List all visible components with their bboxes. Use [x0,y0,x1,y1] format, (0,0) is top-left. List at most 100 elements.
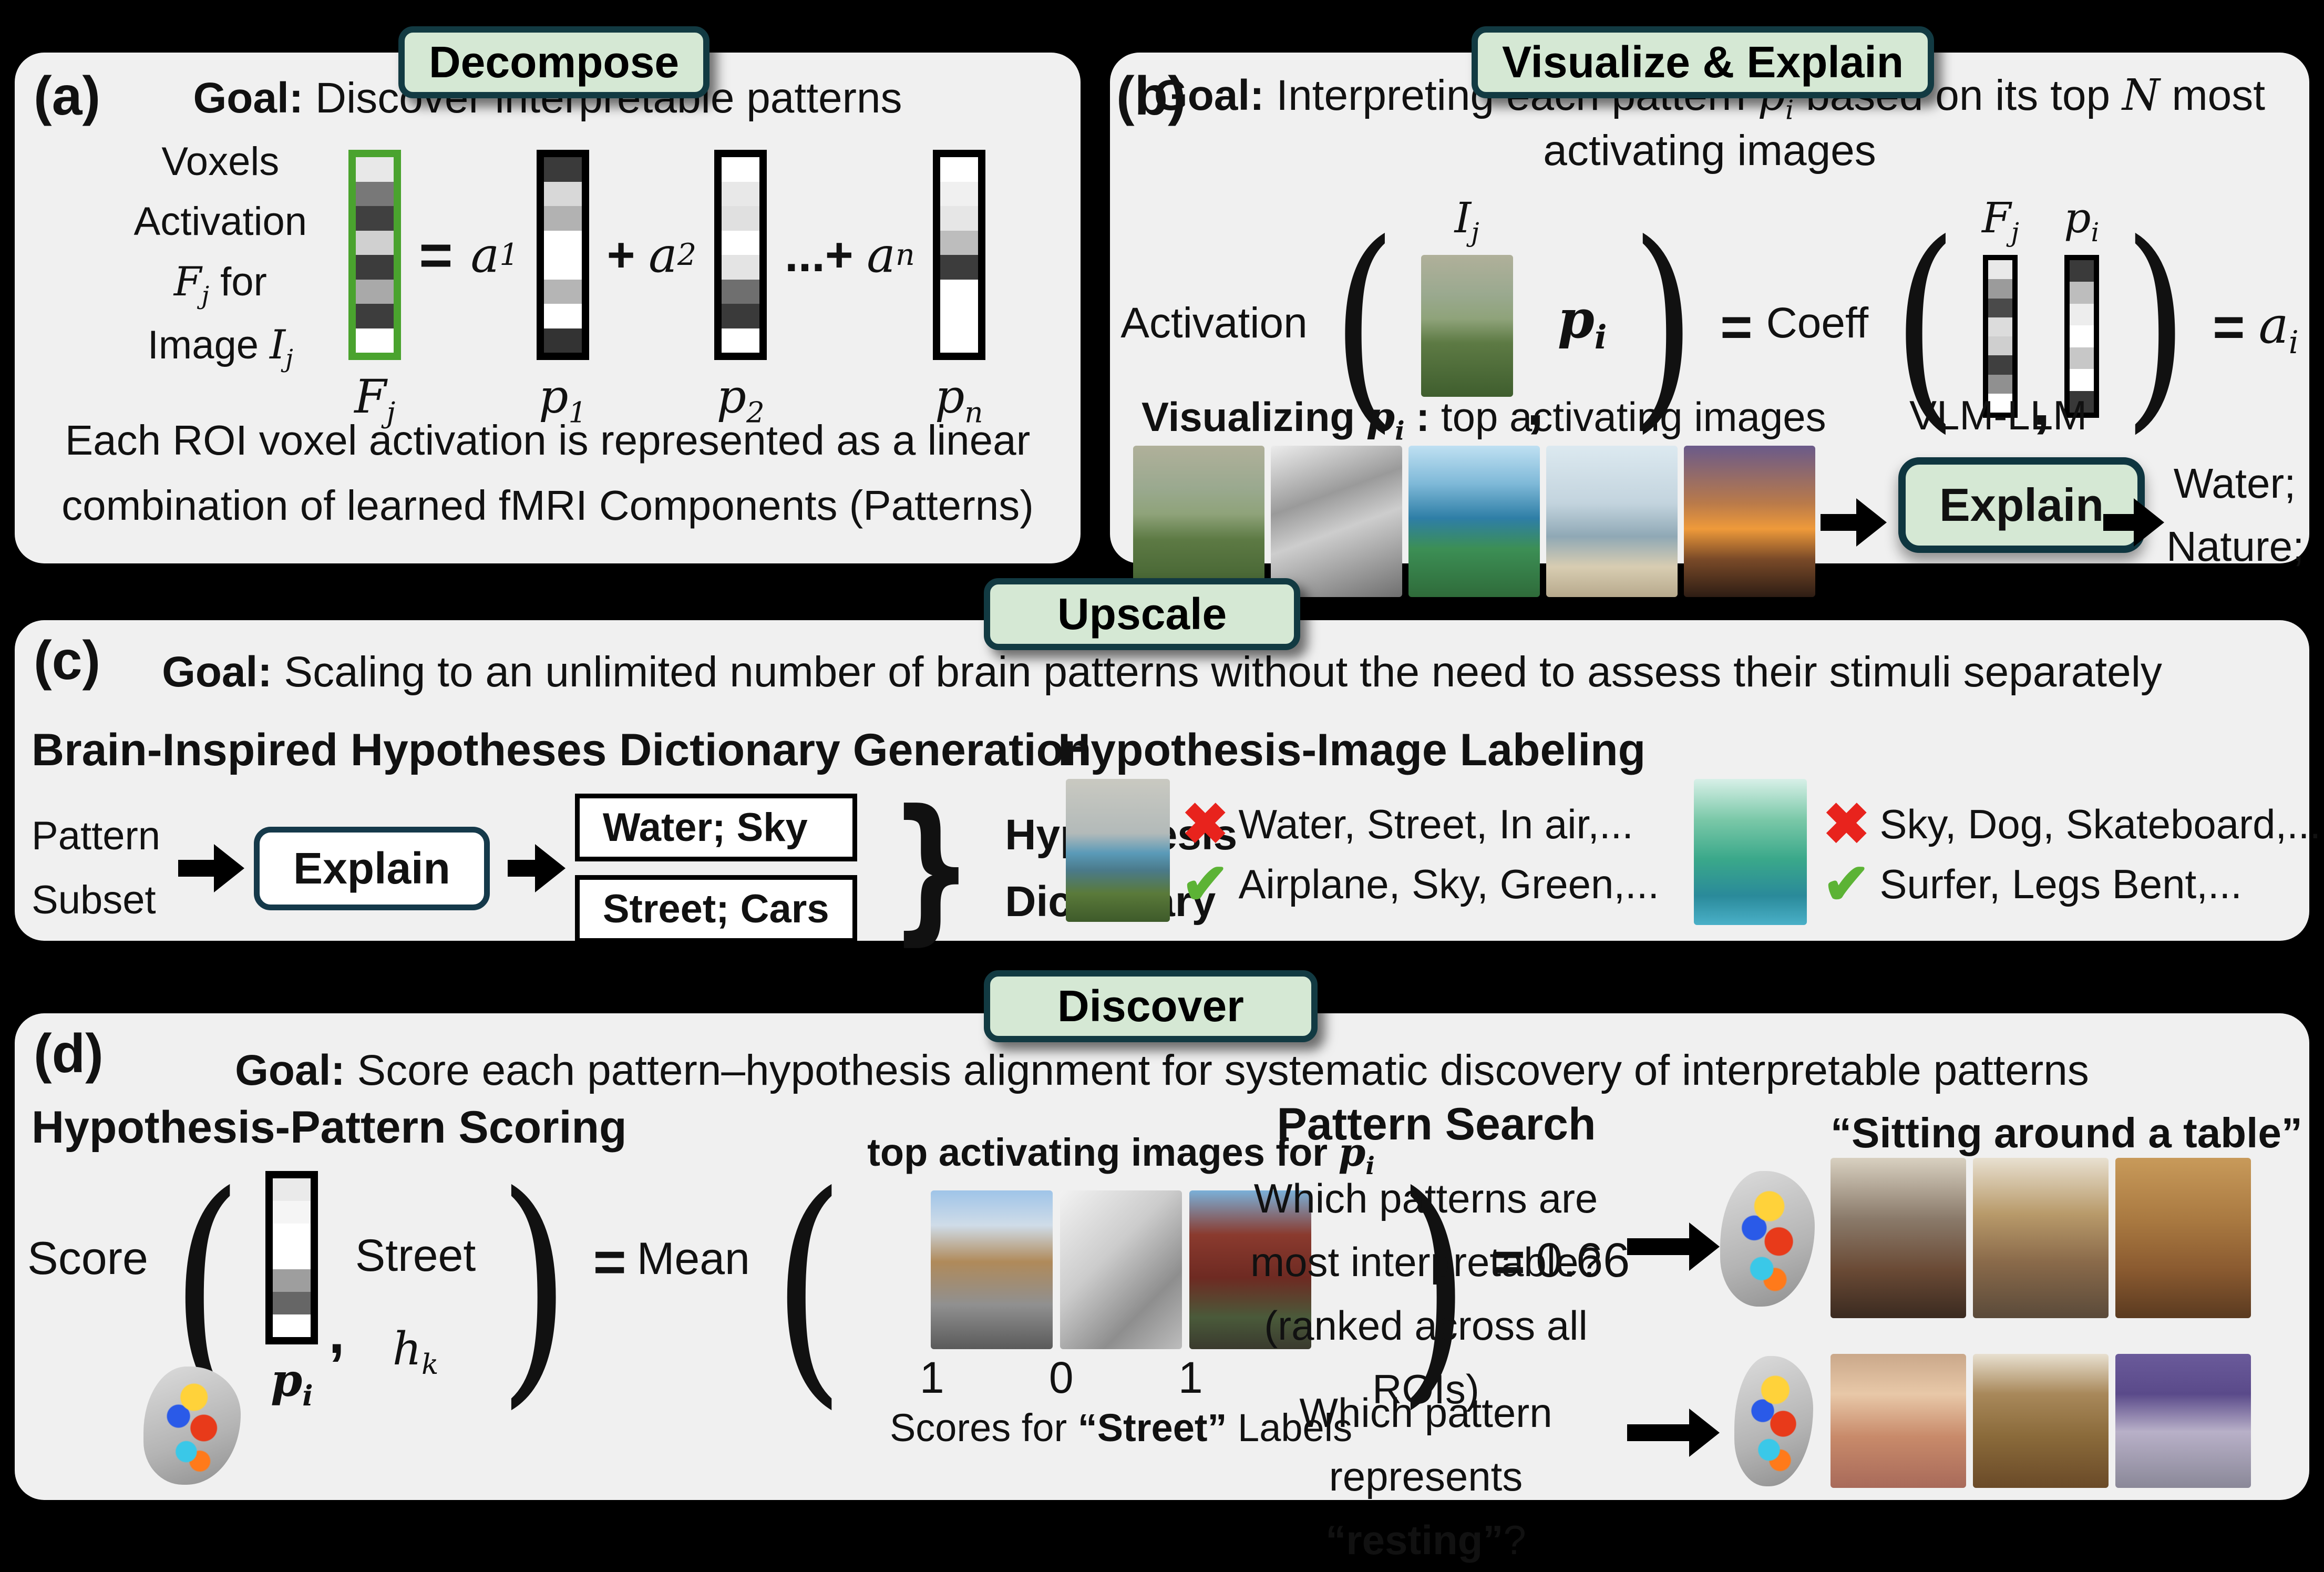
comma-2: , [2032,368,2051,438]
arrow-q1-to-brain [1627,1238,1690,1255]
coeff-word: Coeff [1766,299,1869,347]
caption-line1: Each ROI voxel activation is represented… [65,417,1031,464]
thumb-bw-beach-wave [1060,1190,1182,1349]
panel-b-label: (b) [1116,66,1186,127]
hypothesis-boxes: Water; Sky Street; Cars [574,794,857,943]
arrow-q2-to-brain [1627,1424,1690,1441]
chip-discover: Discover [984,970,1318,1042]
equals-sign-2: = [1492,1230,1526,1293]
wrong-label-text: Sky, Dog, Skateboard,... [1879,800,2321,847]
caption-line2: combination of learned fMRI Components (… [61,482,1034,529]
n-symbol: N [2122,70,2160,120]
equals-sign-2: = [2213,296,2245,358]
thumb-buffalo-riverbank [1421,255,1513,397]
caption-prefix: Scores for [889,1405,1078,1450]
surfer-wrong-labels: ✖Sky, Dog, Skateboard,... [1823,796,2321,852]
hypothesis-pattern-scoring-heading: Hypothesis-Pattern Scoring [32,1102,627,1153]
score-digit-1: 1 [919,1352,944,1402]
hypothesis-box-street-cars: Street; Cars [574,875,857,943]
street-labels-caption: Scores for “Street” Labels [890,1405,1352,1450]
equals-sign: = [419,222,453,287]
ij-label: Ij [1454,193,1479,248]
activation-word: Activation [1120,299,1308,347]
pi-small-vector [2064,255,2099,418]
panel-b-goal-line2: activating images [1543,127,1876,174]
explain-button: Explain [1898,457,2145,553]
stimulus-image-block: Ij [1421,193,1513,397]
arrow-to-explain [1821,514,1857,531]
airplane-wrong-labels: ✖Water, Street, In air,... [1181,796,1633,852]
thumb-sleeping-child [1831,1354,1966,1488]
chip-visualize-explain: Visualize & Explain [1472,26,1935,98]
thumb-person-resting-couch [2115,1354,2251,1488]
thumb-family-dinner-table [2115,1158,2251,1318]
brain-activation-map [143,1366,241,1485]
top-activating-images-row [1133,446,1815,597]
thumb-buffalo-riverbank [1133,446,1264,597]
comma: , [1526,368,1544,438]
side-line4: Image [147,323,270,367]
ij-symbol: I [270,321,286,368]
panel-c-goal: Goal: Scaling to an unlimited number of … [15,648,2309,697]
goal-prefix: Goal: [1154,71,1264,119]
side-line3: for [209,260,267,305]
fj-vector-label: Fj [354,369,396,429]
pi-vector-label: pi [271,1354,313,1413]
question-resting: Which pattern represents “resting”? [1234,1381,1618,1572]
scored-images-block: top activating images for pi 1 0 1 Score… [867,1130,1375,1450]
street-quoted: “Street” [1077,1405,1227,1450]
arrow-explain-to-boxes [507,860,536,877]
score-value: 0.66 [1536,1234,1630,1287]
goal-prefix: Goal: [193,74,304,122]
panel-c-label: (c) [34,630,101,691]
score-digit-2: 1 [1178,1352,1203,1402]
panel-d-label: (d) [34,1023,104,1084]
ai-term: ai [2258,296,2299,362]
resting-images-row [1831,1354,2251,1488]
fj-label: Fj [1981,193,2019,248]
pi-symbol: p [1366,393,1395,441]
top-activating-caption: top activating images for pi [867,1130,1375,1180]
equals-sign: = [593,1230,626,1293]
thumb-coastline-aerial [1546,446,1678,597]
panel-c-upscale: (c) Goal: Scaling to an unlimited number… [15,620,2321,947]
cross-icon: ✖ [1181,792,1229,856]
voxel-activation-label: Voxels Activation Fj for Image Ij [110,139,331,373]
open-paren-2: ( [772,1143,845,1430]
question-interpretable: Which patterns are most interpretable? (… [1234,1167,1618,1421]
p2-vector [714,150,767,360]
p1-vector-label: p1 [539,369,587,429]
visualizing-word: Visualizing [1142,394,1366,440]
dictionary-generation-flow: Pattern Subset Explain Water; Sky Street… [32,789,1237,947]
correct-label-text: Surfer, Legs Bent,... [1879,860,2242,907]
fj-small-vector [1983,255,2018,418]
q1-line2: most interpretable? [1250,1238,1601,1285]
close-paren-2: ) [2123,196,2188,453]
airplane-correct-labels: ✔Airplane, Sky, Green,... [1181,856,1659,912]
hypothesis-box-water-sky: Water; Sky [574,794,857,861]
p1-vector [536,150,589,360]
q2-line2: represents “resting”? [1234,1445,1618,1572]
pn-vector [932,150,985,360]
wrong-label-text: Water, Street, In air,... [1238,800,1633,847]
thumb-sunset-beach [1684,446,1815,597]
q2-represents: represents [1329,1453,1523,1499]
vector-p1: p1 [536,150,589,429]
fj-symbol: F [173,258,202,305]
mean-word: Mean [636,1234,750,1284]
panel-a-caption: Each ROI voxel activation is represented… [15,408,1081,538]
caption-suffix: Labels [1227,1405,1353,1450]
check-icon: ✔ [1823,852,1870,916]
q1-line3: (ranked across all ROIs) [1264,1302,1588,1412]
goal-text3: most [2160,71,2266,119]
pi-sub: i [1365,1151,1375,1180]
visualizing-caption: Visualizing pi : top activating images [1142,393,1826,446]
q2-qmark: ? [1503,1516,1526,1563]
vector-fj: Fj [348,150,402,429]
activation-equation: Activation ( Ij , pi ) = Coeff ( Fj , pi… [1110,193,2309,439]
equals-sign: = [1720,296,1753,358]
explain-output: Water; Nature; [2166,452,2304,578]
surfer-correct-labels: ✔Surfer, Legs Bent,... [1823,856,2242,912]
